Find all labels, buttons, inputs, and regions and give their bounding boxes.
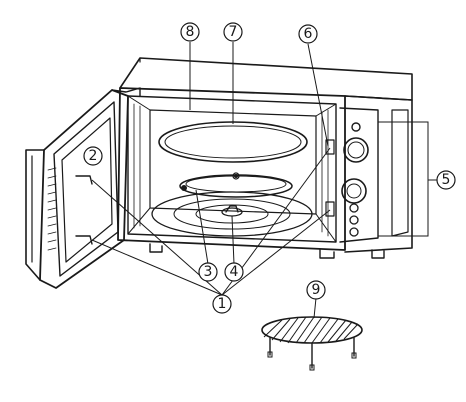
callout-2-label: 2 bbox=[89, 148, 98, 164]
callout-8: 8 bbox=[181, 23, 199, 41]
callout-3-label: 3 bbox=[204, 264, 213, 280]
callout-7: 7 bbox=[224, 23, 242, 41]
callout-5: 5 bbox=[437, 171, 455, 189]
callout-4: 4 bbox=[225, 263, 243, 281]
callout-1: 1 bbox=[213, 295, 231, 313]
callout-5-label: 5 bbox=[442, 172, 451, 188]
callout-3: 3 bbox=[199, 263, 217, 281]
callout-9-label: 9 bbox=[312, 282, 321, 298]
turntable-base bbox=[152, 192, 312, 236]
microwave-cabinet bbox=[118, 58, 412, 258]
callout-9: 9 bbox=[307, 281, 325, 299]
callout-8-label: 8 bbox=[186, 24, 195, 40]
oven-door bbox=[26, 88, 140, 288]
callout-2: 2 bbox=[84, 147, 102, 165]
callout-6: 6 bbox=[299, 25, 317, 43]
grill-heater bbox=[159, 122, 307, 162]
leader-lines bbox=[92, 42, 437, 318]
grill-rack bbox=[262, 317, 362, 370]
callout-4-label: 4 bbox=[230, 264, 239, 280]
callout-6-label: 6 bbox=[304, 26, 313, 42]
callout-7-label: 7 bbox=[229, 24, 238, 40]
callout-1-label: 1 bbox=[218, 296, 227, 312]
